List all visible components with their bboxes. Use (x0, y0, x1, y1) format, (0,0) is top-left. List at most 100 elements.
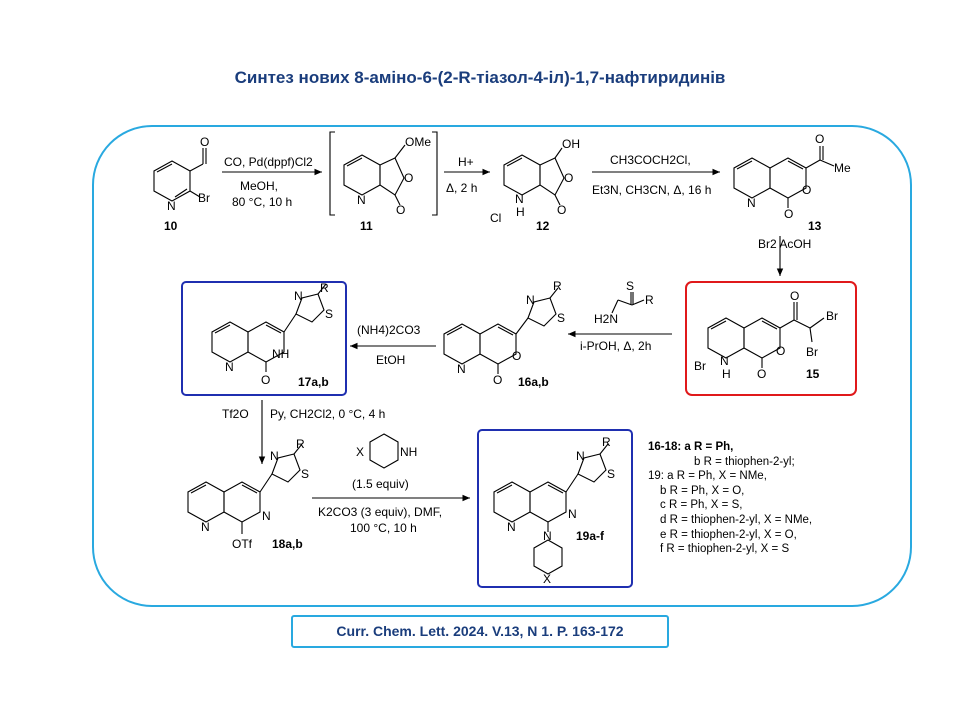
atom-nh: NH (272, 347, 289, 361)
citation-reference: Curr. Chem. Lett. 2024. V.13, N 1. P. 16… (291, 615, 669, 648)
atom-o: O (802, 183, 811, 197)
page-title: Синтез нових 8-аміно-6-(2-R-тіазол-4-іл)… (234, 68, 726, 87)
atom-o: O (815, 132, 824, 146)
arrow-6-top-label: (NH4)2CO3 (357, 323, 421, 337)
compound-11-structure (329, 131, 438, 216)
compound-19-structure (493, 443, 609, 575)
legend-line: 19: a R = Ph, X = NMe, (648, 470, 767, 483)
arrow-1-top-label: CO, Pd(dppf)Cl2 (224, 155, 313, 169)
legend-line: f R = thiophen-2-yl, X = S (660, 543, 790, 556)
arrow-8-bottom-label-1: K2CO3 (3 equiv), DMF, (318, 505, 442, 519)
compound-17-highlight-box (181, 281, 347, 396)
compound-10-label: 10 (164, 219, 178, 233)
arrow-1-bottom-label-1: MeOH, (240, 179, 278, 193)
atom-s: S (626, 279, 634, 293)
atom-n: N (457, 362, 466, 376)
atom-n: N (720, 354, 729, 368)
substituent-legend: 16-18: a R = Ph, b R = thiophen-2-yl; 19… (648, 440, 812, 557)
arrow-8-mid-label: (1.5 equiv) (352, 477, 409, 491)
atom-o: O (261, 373, 270, 387)
atom-cl: Cl (490, 211, 501, 225)
arrow-2-bottom-label: Δ, 2 h (446, 181, 477, 195)
atom-br: Br (694, 359, 706, 373)
atom-o: O (790, 289, 799, 303)
atom-nh: NH (400, 445, 417, 459)
legend-line: b R = Ph, X = O, (660, 484, 745, 497)
atom-n: N (568, 507, 577, 521)
atom-s: S (557, 311, 565, 325)
atom-o: O (404, 171, 413, 185)
arrow-2-top-label: H+ (458, 155, 474, 169)
legend-line: d R = thiophen-2-yl, X = NMe, (660, 513, 813, 526)
compound-17-structure (211, 283, 327, 372)
atom-n: N (357, 193, 366, 207)
compound-18-structure (187, 443, 303, 534)
atom-ome: OMe (405, 135, 431, 149)
atom-n: N (262, 509, 271, 523)
arrow-3-bottom-label: Et3N, CH3CN, Δ, 16 h (592, 183, 711, 197)
arrow-7-right-label: Py, CH2Cl2, 0 °C, 4 h (270, 407, 385, 421)
atom-o: O (784, 207, 793, 221)
arrow-8-bottom-label-2: 100 °C, 10 h (350, 521, 417, 535)
atom-o: O (512, 349, 521, 363)
legend-line: 16-18: a R = Ph, (648, 441, 734, 453)
atom-o: O (757, 367, 766, 381)
atom-o: O (776, 344, 785, 358)
atom-n: N (747, 196, 756, 210)
atom-n: N (294, 289, 303, 303)
atom-o: O (564, 171, 573, 185)
atom-n: N (507, 520, 516, 534)
arrow-7-left-label: Tf2O (222, 407, 249, 421)
atom-n: N (167, 199, 176, 213)
atom-n: N (201, 520, 210, 534)
atom-h: H (722, 367, 731, 381)
atom-o: O (493, 373, 502, 387)
atom-h2n: H2N (594, 312, 618, 326)
compound-13-structure (733, 146, 835, 208)
atom-r: R (645, 293, 654, 307)
compound-15-label: 15 (806, 367, 820, 381)
atom-n: N (543, 529, 552, 543)
atom-me: Me (834, 161, 851, 175)
arrow-5-bottom-label: i-PrOH, Δ, 2h (580, 339, 651, 353)
compound-19-highlight-box (477, 429, 633, 588)
compound-10-structure (153, 148, 207, 202)
compound-16-structure (443, 287, 559, 374)
atom-r: R (320, 281, 329, 295)
arrow-3-top-label: CH3COCH2Cl, (610, 153, 691, 167)
atom-s: S (301, 467, 309, 481)
atom-n: N (576, 449, 585, 463)
arrow-1-bottom-label-2: 80 °C, 10 h (232, 195, 292, 209)
piperazine-reagent-structure (369, 433, 399, 469)
atom-o: O (396, 203, 405, 217)
compound-12-label: 12 (536, 219, 550, 233)
atom-br: Br (826, 309, 838, 323)
legend-line: b R = thiophen-2-yl; (694, 455, 795, 468)
atom-n: N (526, 293, 535, 307)
atom-n: N (225, 360, 234, 374)
atom-r: R (553, 279, 562, 293)
atom-x: X (543, 572, 551, 586)
atom-h: H (516, 205, 525, 219)
atom-oh: OH (562, 137, 580, 151)
compound-12-structure (503, 147, 565, 206)
atom-r: R (296, 437, 305, 451)
atom-o: O (557, 203, 566, 217)
compound-17-label: 17a,b (298, 375, 329, 389)
atom-s: S (607, 467, 615, 481)
compound-11-label: 11 (360, 219, 373, 233)
compound-13-label: 13 (808, 219, 822, 233)
atom-x: X (356, 445, 364, 459)
atom-br: Br (198, 191, 210, 205)
arrow-6-bottom-label: EtOH (376, 353, 405, 367)
atom-otf: OTf (232, 537, 253, 551)
compound-15-structure (707, 302, 825, 368)
compound-15-highlight-box (685, 281, 857, 396)
atom-s: S (325, 307, 333, 321)
legend-line: c R = Ph, X = S, (660, 499, 743, 512)
compound-19-label: 19a-f (576, 529, 605, 543)
arrow-4-label: Br2 AcOH (758, 237, 811, 251)
compound-18-label: 18a,b (272, 537, 303, 551)
atom-n: N (515, 192, 524, 206)
